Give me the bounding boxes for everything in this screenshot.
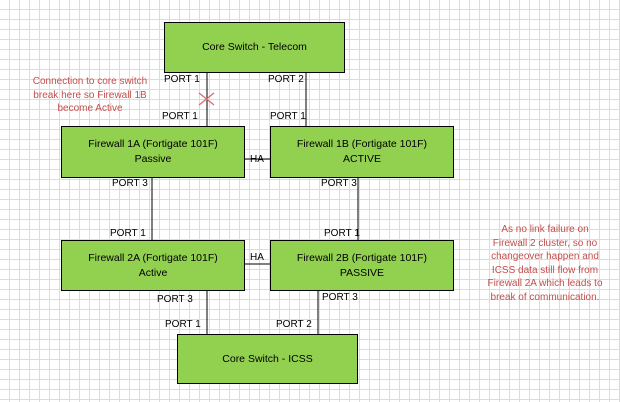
node-status: ACTIVE bbox=[343, 153, 381, 165]
port-label: PORT 3 bbox=[157, 294, 193, 305]
firewall-1a: Firewall 1A (Fortigate 101F) Passive bbox=[61, 126, 245, 178]
core-switch-icss: Core Switch - ICSS bbox=[177, 334, 358, 384]
port-label: PORT 1 bbox=[270, 111, 306, 122]
ha-label: HA bbox=[250, 252, 264, 263]
break-annotation: Connection to core switch break here so … bbox=[32, 76, 148, 114]
core-switch-telecom: Core Switch - Telecom bbox=[164, 22, 345, 73]
node-status: Active bbox=[138, 266, 168, 279]
firewall-2a: Firewall 2A (Fortigate 101F) Active bbox=[61, 240, 245, 291]
node-title: Firewall 2B (Fortigate 101F) bbox=[296, 251, 428, 264]
port-label: PORT 1 bbox=[164, 74, 200, 85]
port-label: PORT 3 bbox=[321, 178, 357, 189]
firewall-2b: Firewall 2B (Fortigate 101F) PASSIVE bbox=[270, 240, 454, 291]
node-title: Core Switch - Telecom bbox=[202, 41, 307, 53]
port-label: PORT 2 bbox=[276, 319, 312, 330]
port-label: PORT 1 bbox=[162, 111, 198, 122]
failover-annotation: As no link failure on Firewall 2 cluster… bbox=[487, 224, 603, 303]
node-title: Firewall 1A (Fortigate 101F) bbox=[88, 138, 218, 150]
ha-label: HA bbox=[250, 154, 264, 165]
node-title: Core Switch - ICSS bbox=[222, 352, 313, 365]
node-title: Firewall 2A (Fortigate 101F) bbox=[88, 251, 218, 264]
port-label: PORT 1 bbox=[165, 319, 201, 330]
port-label: PORT 2 bbox=[268, 74, 304, 85]
node-status: Passive bbox=[134, 153, 172, 165]
break-mark-icon bbox=[198, 92, 215, 106]
port-label: PORT 3 bbox=[112, 178, 148, 189]
node-status: PASSIVE bbox=[339, 266, 385, 279]
port-label: PORT 1 bbox=[324, 228, 360, 239]
firewall-1b: Firewall 1B (Fortigate 101F) ACTIVE bbox=[270, 126, 454, 178]
port-label: PORT 3 bbox=[322, 292, 358, 303]
node-title: Firewall 1B (Fortigate 101F) bbox=[296, 138, 428, 150]
port-label: PORT 1 bbox=[110, 228, 146, 239]
